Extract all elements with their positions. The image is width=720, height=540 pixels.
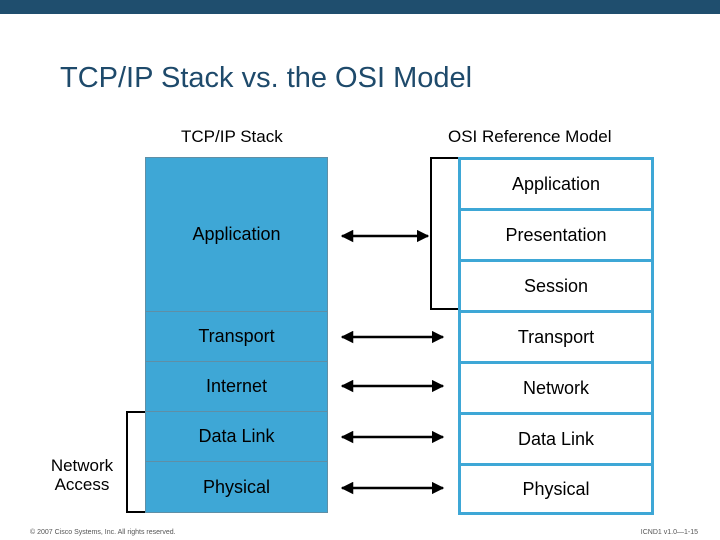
tcpip-layer-application: Application	[145, 157, 328, 312]
osi-layer-physical: Physical	[458, 463, 654, 515]
tcpip-layer-internet: Internet	[145, 361, 328, 412]
tcpip-layer-data-link: Data Link	[145, 411, 328, 462]
slide-title: TCP/IP Stack vs. the OSI Model	[60, 62, 473, 94]
footer-copyright: © 2007 Cisco Systems, Inc. All rights re…	[30, 529, 176, 536]
osi-layer-network: Network	[458, 361, 654, 415]
osi-layer-presentation: Presentation	[458, 208, 654, 262]
footer-slide-ref: ICND1 v1.0—1-15	[640, 529, 698, 536]
network-access-bracket	[126, 411, 145, 513]
network-access-label: Network Access	[50, 456, 114, 494]
top-bar	[0, 0, 720, 14]
osi-layer-application: Application	[458, 157, 654, 211]
osi-model-header: OSI Reference Model	[448, 127, 612, 146]
tcpip-stack-header: TCP/IP Stack	[181, 127, 283, 146]
osi-layer-data-link: Data Link	[458, 412, 654, 466]
osi-upper-layers-bracket	[430, 157, 458, 310]
tcpip-layer-transport: Transport	[145, 311, 328, 362]
tcpip-layer-physical: Physical	[145, 461, 328, 513]
